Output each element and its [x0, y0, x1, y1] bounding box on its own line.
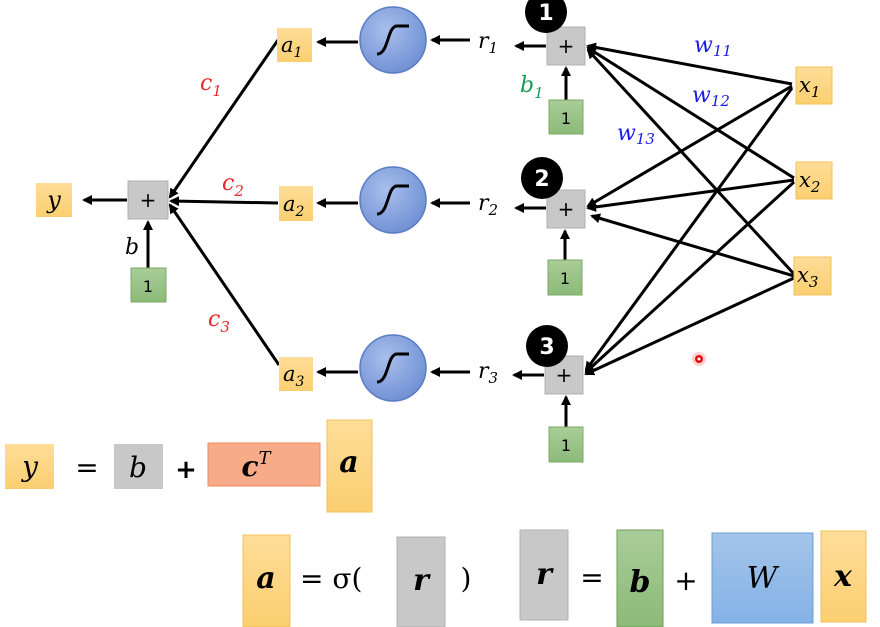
svg-text:1: 1	[561, 109, 571, 128]
sum-output-edges	[82, 35, 546, 380]
input-weight-edges	[584, 42, 796, 376]
svg-text:c1: c1	[200, 71, 222, 100]
svg-text:=: =	[75, 451, 98, 484]
svg-text:=: =	[580, 561, 603, 594]
equation-a: a = σ( r )	[242, 534, 472, 627]
svg-text:w12: w12	[692, 83, 730, 110]
neuron-sum-boxes: + + +	[544, 26, 586, 395]
activation-boxes: a1 a2 a3	[277, 28, 313, 391]
weight-labels: w11 w12 w13	[617, 33, 732, 148]
output-y-label: y	[46, 186, 61, 214]
svg-text:2: 2	[534, 167, 549, 192]
svg-text:a: a	[256, 561, 275, 596]
svg-text:r1: r1	[478, 29, 498, 57]
svg-text:b: b	[630, 565, 651, 600]
equation-r: r = b + W x	[519, 529, 867, 627]
svg-text:r2: r2	[478, 191, 498, 219]
svg-text:a2: a2	[283, 192, 305, 220]
svg-text:1: 1	[560, 269, 570, 288]
svg-text:3: 3	[539, 335, 554, 360]
svg-text:cT: cT	[241, 448, 272, 483]
input-boxes: x1 x2 x3	[793, 66, 833, 296]
output-bias-input-label: 1	[143, 277, 153, 296]
svg-text:W: W	[747, 561, 780, 596]
output-bias-input-box	[130, 267, 167, 303]
laser-pointer-dot	[692, 352, 706, 366]
output-sum-box	[127, 180, 169, 220]
svg-text:a3: a3	[283, 362, 305, 390]
svg-text:= σ(: = σ(	[300, 562, 362, 595]
svg-text:a: a	[339, 445, 358, 480]
svg-text:x1: x1	[799, 73, 820, 101]
svg-text:+: +	[558, 197, 575, 221]
output-weight-labels: c1 c2 c3	[200, 71, 244, 336]
svg-text:+: +	[556, 363, 573, 387]
svg-text:w11: w11	[694, 33, 732, 60]
output-sum-label: +	[140, 188, 157, 212]
svg-text:c3: c3	[208, 307, 230, 336]
svg-text:r3: r3	[478, 359, 498, 387]
neuron-bias-inputs: 1 1 1	[547, 99, 584, 463]
pre-activation-labels: r1 r2 r3	[478, 29, 498, 387]
svg-text:r: r	[413, 563, 431, 598]
svg-text:1: 1	[538, 1, 553, 26]
svg-text:r: r	[536, 557, 554, 592]
svg-text:+: +	[558, 34, 575, 58]
svg-text:c2: c2	[222, 171, 244, 200]
svg-text:): )	[461, 562, 472, 595]
svg-text:x: x	[833, 559, 853, 594]
neuron-number-badges: 1 2 3	[521, 0, 568, 367]
output-y-box	[36, 183, 72, 217]
svg-text:w13: w13	[617, 121, 655, 148]
svg-text:x3: x3	[797, 263, 818, 291]
svg-text:1: 1	[561, 436, 571, 455]
bias-b1-label: b1	[520, 73, 544, 102]
output-bias-label: b	[125, 235, 139, 260]
svg-text:y: y	[20, 450, 39, 483]
bias-edges	[143, 66, 571, 427]
svg-text:x2: x2	[799, 168, 820, 196]
equation-y: y = b + cT a	[5, 419, 373, 513]
sigmoid-icon	[359, 6, 427, 402]
svg-text:a1: a1	[281, 33, 302, 61]
svg-text:b: b	[129, 451, 147, 484]
svg-text:+: +	[175, 455, 197, 485]
svg-text:+: +	[674, 564, 697, 597]
